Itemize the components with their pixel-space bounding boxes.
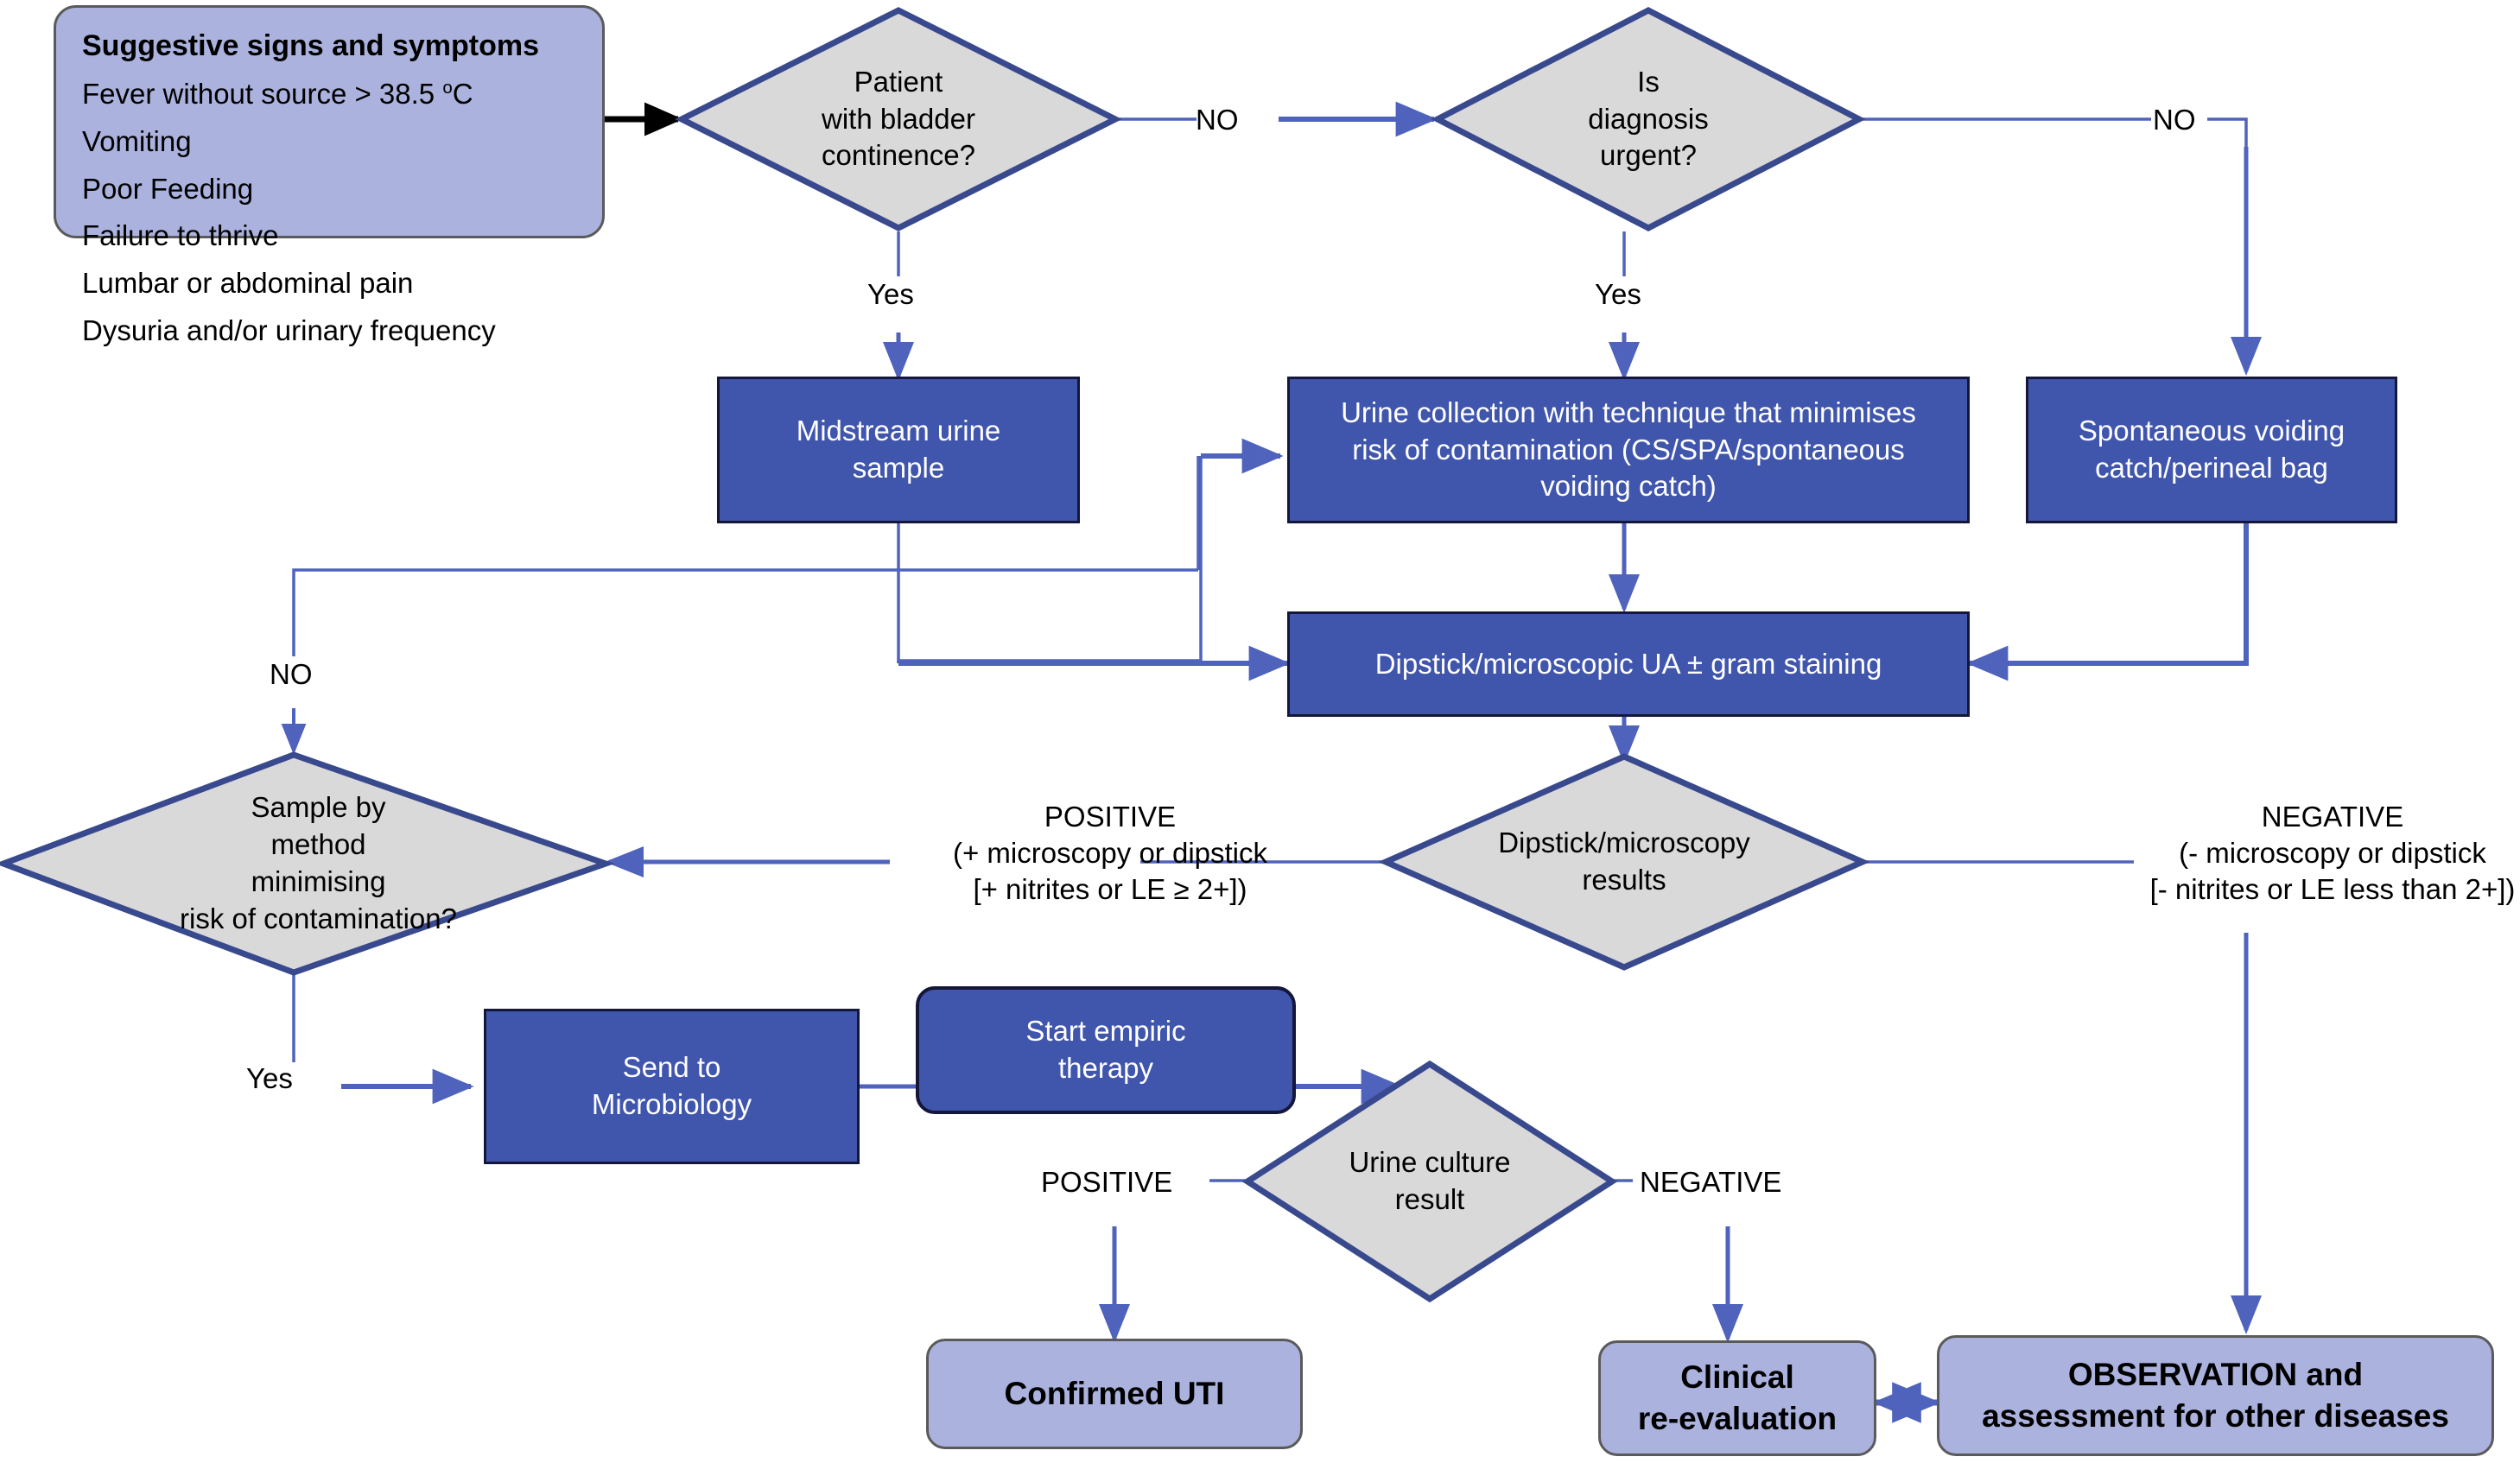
diamond-shape — [675, 7, 1122, 231]
symptom-item-lumbar-pain: Lumbar or abdominal pain — [82, 267, 414, 300]
symptoms-title: Suggestive signs and symptoms — [82, 29, 540, 62]
edge-label-yes-diagnosis-urgent: Yes — [1595, 278, 1641, 310]
diamond-shape — [0, 751, 615, 976]
symptom-item-vomiting: Vomiting — [82, 124, 192, 157]
diamond-shape — [1431, 7, 1866, 231]
terminal-confirmed-uti[interactable]: Confirmed UTI — [926, 1339, 1303, 1449]
symptom-item-poor-feeding: Poor Feeding — [82, 172, 254, 205]
edge-label-negative-culture: NEGATIVE — [1640, 1166, 1782, 1198]
process-dipstick-ua-label: Dipstick/microscopic UA ± gram staining — [1374, 647, 1882, 680]
edge-voiding-to-dipstick — [1966, 522, 2249, 681]
process-dipstick-microscopic-ua[interactable]: Dipstick/microscopic UA ± gram staining — [1287, 611, 1970, 717]
edge-label-yes-sample-method: Yes — [246, 1062, 293, 1094]
edge-left-no-route — [292, 568, 1198, 656]
edge-urgent-no-corner — [2207, 117, 2248, 147]
symptoms-list: Fever without source > 38.5 oC Vomiting … — [82, 71, 580, 355]
symptom-item-failure-to-thrive: Failure to thrive — [82, 219, 279, 252]
symptom-item-dysuria: Dysuria and/or urinary frequency — [82, 314, 496, 347]
edge-label-no-diagnosis-urgent: NO — [2153, 104, 2196, 136]
terminal-confirmed-uti-label: Confirmed UTI — [1004, 1375, 1225, 1411]
edge-label-negative-dipstick: NEGATIVE(- microscopy or dipstick[- nitr… — [2149, 801, 2516, 906]
edge-label-positive-dipstick: POSITIVE(+ microscopy or dipstick[+ nitr… — [952, 801, 1267, 906]
edge-label-no-sample-method: NO — [270, 658, 313, 690]
diamond-shape — [1241, 1060, 1618, 1303]
edge-label-yes-bladder-continence: Yes — [867, 278, 914, 310]
edge-label-no-bladder-continence: NO — [1196, 104, 1239, 136]
diamond-shape — [1378, 753, 1870, 971]
process-urine-collection[interactable]: Urine collection with technique that min… — [1287, 377, 1970, 523]
edge-label-positive-culture: POSITIVE — [1041, 1166, 1173, 1198]
symptoms-box: Suggestive signs and symptoms Fever with… — [54, 5, 605, 346]
symptom-item-fever: Fever without source > 38.5 oC — [82, 78, 473, 111]
process-urine-collection-label: Urine collection with technique that min… — [1341, 396, 1916, 503]
